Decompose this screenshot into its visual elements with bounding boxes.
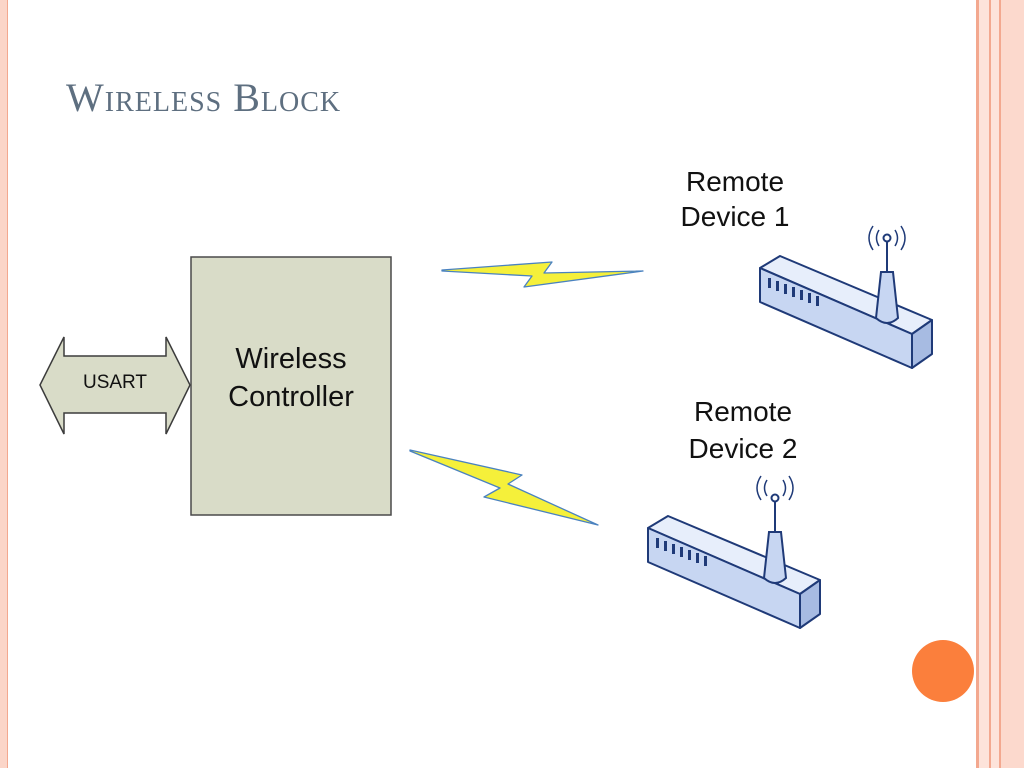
- antenna-signal-icon: [756, 475, 794, 501]
- lightning-bolt-icon: [409, 449, 599, 526]
- remote2-label-line2: Device 2: [688, 433, 798, 464]
- remote-device-2-label: Remote Device 2: [668, 393, 818, 467]
- remote-device-1-label: Remote Device 1: [660, 164, 810, 234]
- controller-label-line1: Wireless: [235, 343, 347, 375]
- antenna-signal-icon: [868, 225, 906, 251]
- lightning-bolt-icon: [441, 261, 644, 288]
- slide-border-right: [976, 0, 1024, 768]
- wireless-controller-box: [190, 256, 392, 516]
- remote2-label-line1: Remote: [693, 396, 793, 427]
- controller-label-line2: Controller: [228, 381, 354, 413]
- router-device-icon: [759, 233, 933, 369]
- wireless-controller-label: Wireless Controller: [192, 340, 390, 416]
- remote1-label-line2: Device 1: [680, 201, 790, 232]
- accent-dot: [912, 640, 974, 702]
- router-device-icon: [647, 493, 821, 629]
- slide-border-left: [0, 0, 8, 768]
- slide-title: Wireless Block: [66, 75, 342, 120]
- wireless-block-diagram: [39, 225, 933, 629]
- remote1-label-line1: Remote: [685, 166, 785, 197]
- usart-label: USART: [82, 372, 148, 393]
- usart-double-arrow-icon: [39, 336, 191, 435]
